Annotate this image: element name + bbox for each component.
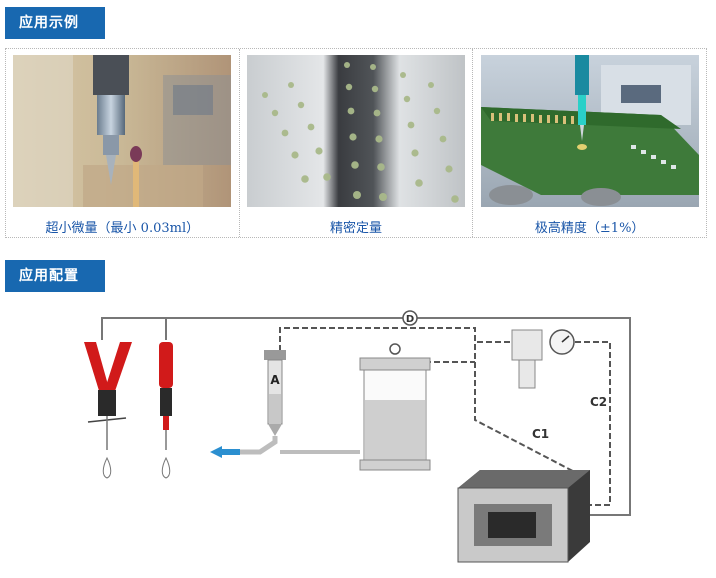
syringe-cartridge-icon: A	[264, 350, 286, 436]
signal-line-d	[101, 317, 631, 516]
photo-circuit-board	[480, 55, 699, 207]
needle-valve-icon	[159, 342, 173, 479]
pinch-valve-icon	[84, 342, 132, 479]
controller-unit-icon	[457, 470, 590, 563]
example-card-high-precision: 极高精度（±1%）	[473, 49, 706, 237]
label-c1: C1	[532, 427, 549, 441]
example-card-micro-volume: 超小微量（最小 0.03ml）	[6, 49, 240, 237]
example-caption-micro-volume: 超小微量（最小 0.03ml）	[45, 221, 200, 236]
example-card-precise-quantity: 精密定量	[240, 49, 474, 237]
photo-dot-array	[247, 55, 465, 207]
section-header-config: 应用配置	[5, 260, 105, 292]
pressure-regulator-icon	[511, 329, 575, 389]
label-c2: C2	[590, 395, 607, 409]
flow-arrow-icon	[210, 446, 222, 458]
photo-needle-on-match	[13, 55, 232, 207]
air-line-c1	[279, 327, 591, 481]
config-diagram: D C1 C2	[84, 310, 631, 563]
example-caption-precise-quantity: 精密定量	[330, 221, 383, 236]
air-line-c2	[475, 341, 611, 506]
pressure-tank-icon	[359, 343, 431, 471]
example-caption-high-precision: 极高精度（±1%）	[534, 221, 645, 236]
label-d: D	[406, 314, 414, 325]
examples-panel: 超小微量（最小 0.03ml）	[5, 48, 707, 238]
label-a: A	[270, 373, 280, 387]
section-header-examples: 应用示例	[5, 7, 105, 39]
material-feed-lines	[210, 436, 360, 458]
label-d-marker: D	[402, 310, 418, 326]
